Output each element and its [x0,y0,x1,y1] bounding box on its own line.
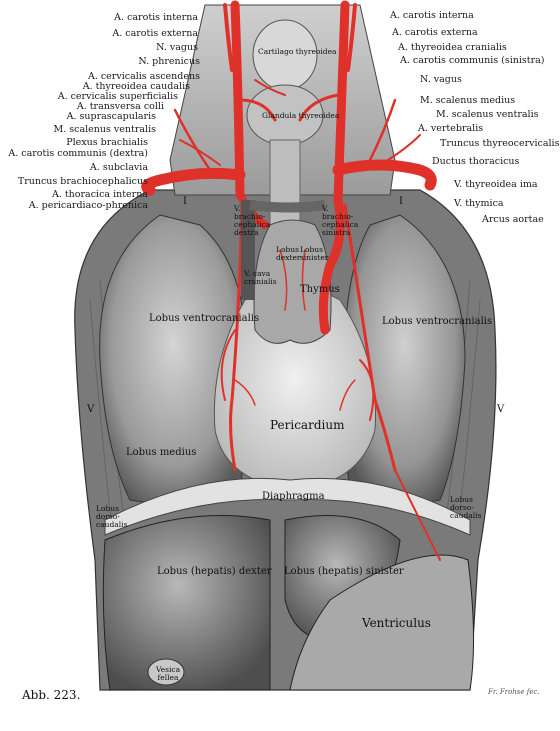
label-lobus-hepatis-sinister: Lobus (hepatis) sinister [284,566,404,577]
label-scalenus-ventralis-left: M. scalenus ventralis [53,124,156,135]
label-diaphragma: Diaphragma [262,491,325,502]
label-carotis-externa-right: A. carotis externa [392,27,478,38]
label-rib-I-right: I [399,196,403,207]
right-carotid [230,0,245,200]
artist-signature: Fr. Frohse fec. [488,688,540,696]
brachiocephalic-vein [249,200,326,213]
label-truncus-thyreocervicalis: Truncus thyreocervicalis [440,138,560,149]
label-vesica-fellea: Vesica fellea [155,665,181,682]
label-subclavia: A. subclavia [89,162,148,173]
trachea [269,139,301,231]
label-carotis-communis-dextra: A. carotis communis (dextra) [8,148,148,159]
label-v-brachiocephalica-dextra: V. brachio-cephalica dextra [234,204,271,237]
liver-shape [102,515,271,691]
label-v-cava-cranialis: V. cava cranialis [244,269,277,286]
label-scalenus-medius: M. scalenus medius [420,95,516,106]
label-carotis-communis-sinistra: A. carotis communis (sinistra) [400,55,545,66]
figure-caption: Abb. 223. [22,688,81,702]
label-cartilago-thyreoidea: Cartilago thyreoidea [258,47,337,56]
pericardium-shape [213,287,377,491]
label-vertebralis: A. vertebralis [418,123,484,134]
label-thyreoidea-caudalis: A. thyreoidea caudalis [82,81,190,92]
aortic-arch [318,195,345,335]
label-v-brachiocephalica-sinistra: V. brachio-cephalica sinistra [322,204,359,237]
label-carotis-interna-right: A. carotis interna [390,10,474,21]
label-rib-I-left: I [183,196,187,207]
label-suprascapularis: A. suprascapularis [66,111,156,122]
gallbladder-shape [147,658,185,686]
label-lobus-dorsocaudalis-left: Lobus dorso-caudalis [96,504,128,529]
label-thoracica-interna: A. thoracica interna [51,189,148,200]
label-glandula-thyreoidea: Glandula thyreoidea [262,111,340,120]
label-truncus-brachiocephalicus: Truncus brachiocephalicus [17,176,148,187]
label-n-phrenicus: N. phrenicus [138,56,200,67]
diaphragm-shape [104,477,471,536]
label-thymus-lobus-sinister: Lobus sinister [300,245,329,262]
label-lobus-ventrocranialis-right: Lobus ventrocranialis [382,316,493,327]
label-v-thymica: V. thymica [454,198,504,209]
label-transversa-colli: A. transversa colli [76,101,164,112]
label-scalenus-ventralis-right: M. scalenus ventralis [436,109,539,120]
left-subclavian [332,159,437,191]
stomach-shape [289,554,475,691]
right-subclavian [141,167,246,196]
label-thyreoidea-ima: V. thyreoidea ima [454,179,538,190]
label-lobus-medius: Lobus medius [126,447,197,458]
label-ductus-thoracicus: Ductus thoracicus [432,156,520,167]
arteries [141,0,441,561]
label-n-vagus-right: N. vagus [420,74,462,85]
label-cervicalis-superficialis: A. cervicalis superficialis [57,91,178,102]
label-pericardiaco-phrenica: A. pericardiaco-phrenica [28,200,148,211]
label-arcus-aortae: Arcus aortae [482,214,544,225]
label-carotis-interna-left: A. carotis interna [114,12,198,23]
label-thymus-lobus-dexter: Lobus dexter [276,245,301,262]
label-thyreoidea-cranialis: A. thyreoidea cranialis [398,42,507,53]
label-carotis-externa-left: A. carotis externa [112,28,198,39]
label-rib-V-right: V [497,404,505,415]
label-cervicalis-ascendens: A. cervicalis ascendens [87,71,200,82]
label-lobus-hepatis-dexter: Lobus (hepatis) dexter [157,566,272,577]
label-n-vagus-left: N. vagus [156,42,198,53]
label-lobus-dorsocaudalis-right: Lobus dorso-caudalis [450,495,482,520]
label-ventriculus: Ventriculus [362,616,431,630]
label-lobus-ventrocranialis-left: Lobus ventrocranialis [149,313,260,324]
label-thymus: Thymus [300,284,340,295]
label-plexus-brachialis: Plexus brachialis [66,137,148,148]
label-rib-V-left: V [87,404,95,415]
label-pericardium: Pericardium [270,418,345,432]
